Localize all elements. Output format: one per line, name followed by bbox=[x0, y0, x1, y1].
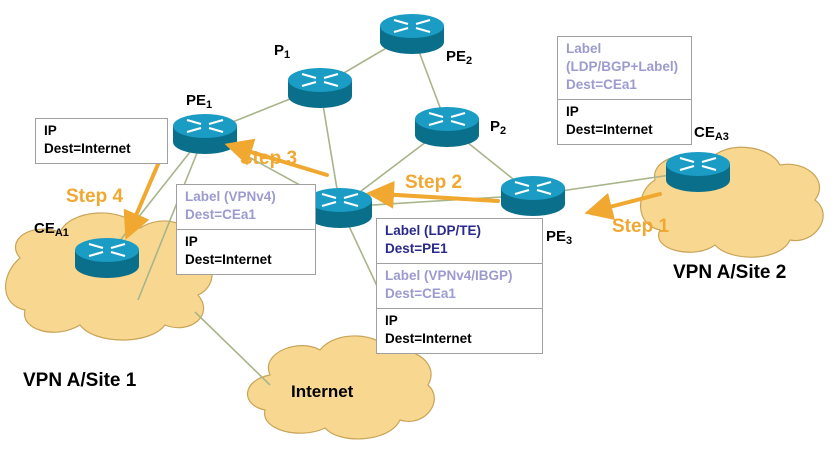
router-ce-a1-icon bbox=[75, 238, 139, 278]
step1-label: Step 1 bbox=[612, 216, 670, 237]
step2-arrow bbox=[366, 180, 500, 209]
step3-arrow bbox=[224, 138, 329, 177]
label-pe2: PE2 bbox=[446, 48, 473, 67]
step4-arrow bbox=[123, 153, 164, 240]
internet-cloud bbox=[246, 335, 435, 440]
step2-label: Step 2 bbox=[405, 172, 463, 193]
step1-arrow bbox=[584, 192, 662, 221]
ce-a3-header-box: Label (LDP/BGP+Label) Dest=CEa1 IP Dest=… bbox=[557, 36, 692, 145]
router-ce-a3-icon bbox=[666, 152, 730, 192]
internet-label: Internet bbox=[291, 382, 354, 401]
router-p2-icon bbox=[415, 107, 479, 147]
label-ce-a1: CEA1 bbox=[34, 220, 69, 239]
label-section: Label (VPNv4) Dest=CEa1 bbox=[185, 189, 276, 222]
site2-label: VPN A/Site 2 bbox=[673, 262, 787, 283]
label-pe1: PE1 bbox=[186, 92, 213, 111]
ip-section: IP Dest=Internet bbox=[558, 99, 691, 144]
label-p1: P1 bbox=[274, 42, 291, 61]
router-pe3-icon bbox=[501, 176, 565, 216]
ip-section: IP Dest=Internet bbox=[177, 229, 315, 274]
ldp-section: Label (LDP/TE) Dest=PE1 bbox=[385, 223, 482, 256]
label-p2: P2 bbox=[490, 118, 507, 137]
site1-label: VPN A/Site 1 bbox=[23, 370, 137, 391]
router-p1-icon bbox=[288, 68, 352, 108]
router-pe2-icon bbox=[380, 14, 444, 54]
step3-label: Step 3 bbox=[240, 148, 298, 169]
label-ce-a3: CEA3 bbox=[694, 124, 729, 143]
p-middle-header-box: Label (VPNv4) Dest=CEa1 IP Dest=Internet bbox=[176, 184, 316, 275]
router-p-middle-icon bbox=[308, 188, 372, 228]
router-pe1-icon bbox=[173, 114, 237, 154]
step4-label: Step 4 bbox=[66, 186, 124, 207]
ip-section: IP Dest=Internet bbox=[377, 308, 542, 353]
pe3-header-box: Label (LDP/TE) Dest=PE1 Label (VPNv4/IBG… bbox=[376, 218, 543, 354]
pe1-header-box: IP Dest=Internet bbox=[35, 118, 168, 164]
label-section: Label (LDP/BGP+Label) Dest=CEa1 bbox=[566, 41, 679, 92]
vpn-section: Label (VPNv4/IBGP) Dest=CEa1 bbox=[377, 263, 542, 308]
label-pe3: PE3 bbox=[546, 228, 573, 247]
ip-section: IP Dest=Internet bbox=[44, 123, 131, 156]
